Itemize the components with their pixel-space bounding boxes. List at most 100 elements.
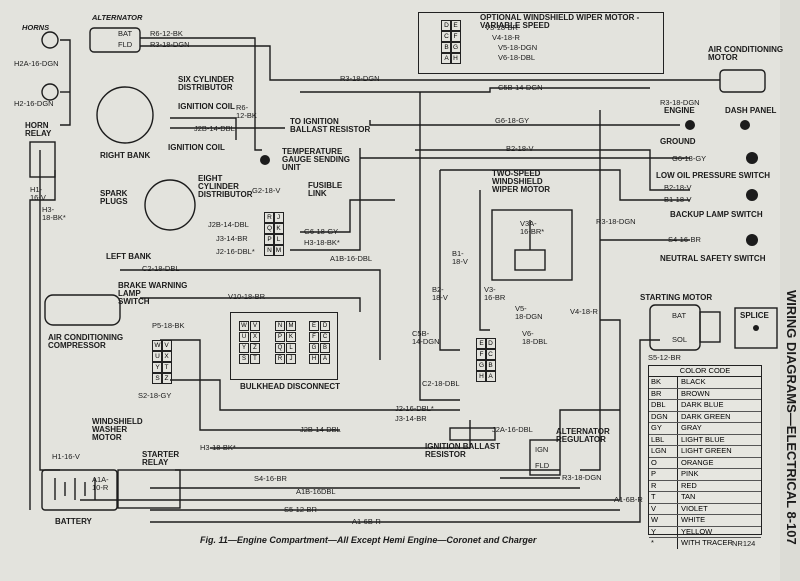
dash-panel-label: DASH PANEL	[725, 106, 777, 115]
wire-v4-18-r-b: V4-18-R	[570, 307, 598, 316]
horn-relay-label: HORN RELAY	[25, 121, 52, 138]
wire-j3-14-br: J3-14-BR	[216, 234, 248, 243]
wire-s4-16-br: S4-16-BR	[254, 474, 287, 483]
wire-j3-14-br-b: J3-14-BR	[395, 414, 427, 423]
wire-g6-18-gy: G6-18-GY	[495, 116, 530, 125]
terminal-cell: S	[152, 373, 163, 384]
temp-gauge-label: TEMPERATURE GAUGE SENDING UNIT	[282, 147, 351, 172]
to-ballast-label: TO IGNITION BALLAST RESISTOR	[290, 117, 371, 134]
wire-h3-18-bk-c: H3-18-BK*	[200, 443, 236, 452]
color-code-name: DARK BLUE	[681, 400, 724, 409]
wire-v3a-16-br: V3A- 16-BR*	[520, 219, 545, 236]
wire-b2-18-v: B2-18-V	[506, 144, 534, 153]
bulkhead-terminal: X	[250, 332, 260, 342]
wire-h1-16-v: H1- 16-V	[30, 185, 46, 202]
bulkhead-terminal: Z	[250, 343, 260, 353]
terminal-cell: F	[476, 349, 487, 360]
bulkhead-terminal: V	[250, 321, 260, 331]
color-code-title: COLOR CODE	[649, 366, 761, 377]
backup-lamp-label: BACKUP LAMP SWITCH	[670, 210, 763, 219]
color-code-name: LIGHT GREEN	[681, 446, 732, 455]
regulator-fld-label: FLD	[535, 461, 550, 470]
terminal-cell: M	[273, 245, 284, 256]
color-code-abbrev: DBL	[649, 400, 678, 411]
bulkhead-terminal: H	[309, 354, 319, 364]
wire-j2-16-dbl-b: J2-16-DBL*	[395, 404, 434, 413]
color-code-name: BROWN	[681, 388, 710, 398]
color-code-abbrev: P	[649, 469, 678, 480]
color-code-abbrev: R	[649, 480, 678, 491]
plate-number: NR124	[732, 539, 756, 548]
bulkhead-terminal: M	[286, 321, 296, 331]
battery-label: BATTERY	[55, 517, 92, 526]
spark-plugs-label: SPARK PLUGS	[100, 189, 128, 206]
wire-b2-18-v-vertical: B2- 18-V	[432, 285, 448, 302]
terminal-cell: V	[161, 340, 172, 351]
color-code-abbrev: T	[649, 492, 678, 503]
regulator-ign-label: IGN	[535, 445, 549, 454]
color-code-abbrev: BR	[649, 388, 678, 399]
washer-motor-label: WINDSHIELD WASHER MOTOR	[92, 417, 143, 442]
bulkhead-terminal: A	[320, 354, 330, 364]
wire-v3-18-br: V3-18-BR	[485, 23, 518, 32]
color-code-name: ORANGE	[681, 457, 714, 467]
terminal-cell: G	[476, 360, 487, 371]
ground-label: GROUND	[660, 137, 696, 146]
wire-s4-16-br-b: S4-16-BR	[668, 235, 701, 244]
color-code-name: WITH TRACER	[681, 538, 733, 547]
ac-compressor-label: AIR CONDITIONING COMPRESSOR	[48, 333, 124, 350]
terminal-cell: Z	[161, 373, 172, 384]
starter-relay-label: STARTER RELAY	[142, 450, 180, 467]
wire-c5b-14-dgn-vertical: C5B- 14-DGN	[412, 329, 440, 346]
alt-regulator-label: ALTERNATOR REGULATOR	[556, 427, 610, 444]
wire-v10-18-br: V10-18-BR	[228, 292, 266, 301]
brake-warning-label: BRAKE WARNING LAMP SWITCH	[118, 281, 188, 306]
wire-r6-12-bk-vertical: R6- 12-BK	[236, 103, 257, 120]
alternator-bat-label: BAT	[118, 29, 133, 38]
wire-p5-18-bk: P5-18-BK	[152, 321, 185, 330]
starting-motor-bat-label: BAT	[672, 311, 687, 320]
optional-wiper-label: OPTIONAL WINDSHIELD WIPER MOTOR - VARIAB…	[480, 13, 640, 30]
wire-g6-18-gy-c: G6-18-GY	[672, 154, 707, 163]
wire-c5b-14-dgn: C5B-14-DGN	[498, 83, 543, 92]
wire-b1-18-v-vertical: B1- 18-V	[452, 249, 468, 266]
terminal-cell: F	[450, 31, 461, 42]
terminal-cell: T	[161, 362, 172, 373]
color-code-name: DARK GREEN	[681, 411, 731, 421]
color-code-abbrev: BK	[649, 377, 678, 388]
ignition-coil-1-label: IGNITION COIL	[178, 102, 235, 111]
splice-label: SPLICE	[740, 311, 769, 320]
terminal-cell: B	[485, 360, 496, 371]
wire-r3-regulator: R3-18-DGN	[562, 473, 602, 482]
bulkhead-terminal: E	[309, 321, 319, 331]
wire-a1b-16dbl-b: A1B-16DBL	[296, 487, 336, 496]
alternator-label: ALTERNATOR	[92, 13, 143, 22]
color-code-name: BLACK	[681, 377, 706, 386]
color-code-abbrev: *	[649, 538, 678, 549]
terminal-cell: Q	[264, 223, 275, 234]
wire-r6-12-bk: R6-12-BK	[150, 29, 183, 38]
color-code-name: LIGHT BLUE	[681, 434, 725, 444]
wire-r3-18-dgn-a: R3-18-DGN	[150, 40, 190, 49]
wire-a1-6b-r: A1-6B-R	[352, 517, 381, 526]
color-code-abbrev: LGN	[649, 446, 678, 457]
wire-g2-18-v: G2-18-V	[252, 186, 281, 195]
engine-label: ENGINE	[664, 106, 695, 115]
wire-h2a-16-dgn: H2A-16-DGN	[14, 59, 59, 68]
six-cyl-distributor-label: SIX CYLINDER DISTRIBUTOR	[178, 75, 235, 92]
terminal-cell: H	[476, 371, 487, 382]
terminal-cell: J	[273, 212, 284, 223]
wire-v4-18-r: V4-18-R	[492, 33, 520, 42]
color-code-abbrev: V	[649, 503, 678, 514]
color-code-abbrev: GY	[649, 423, 678, 434]
